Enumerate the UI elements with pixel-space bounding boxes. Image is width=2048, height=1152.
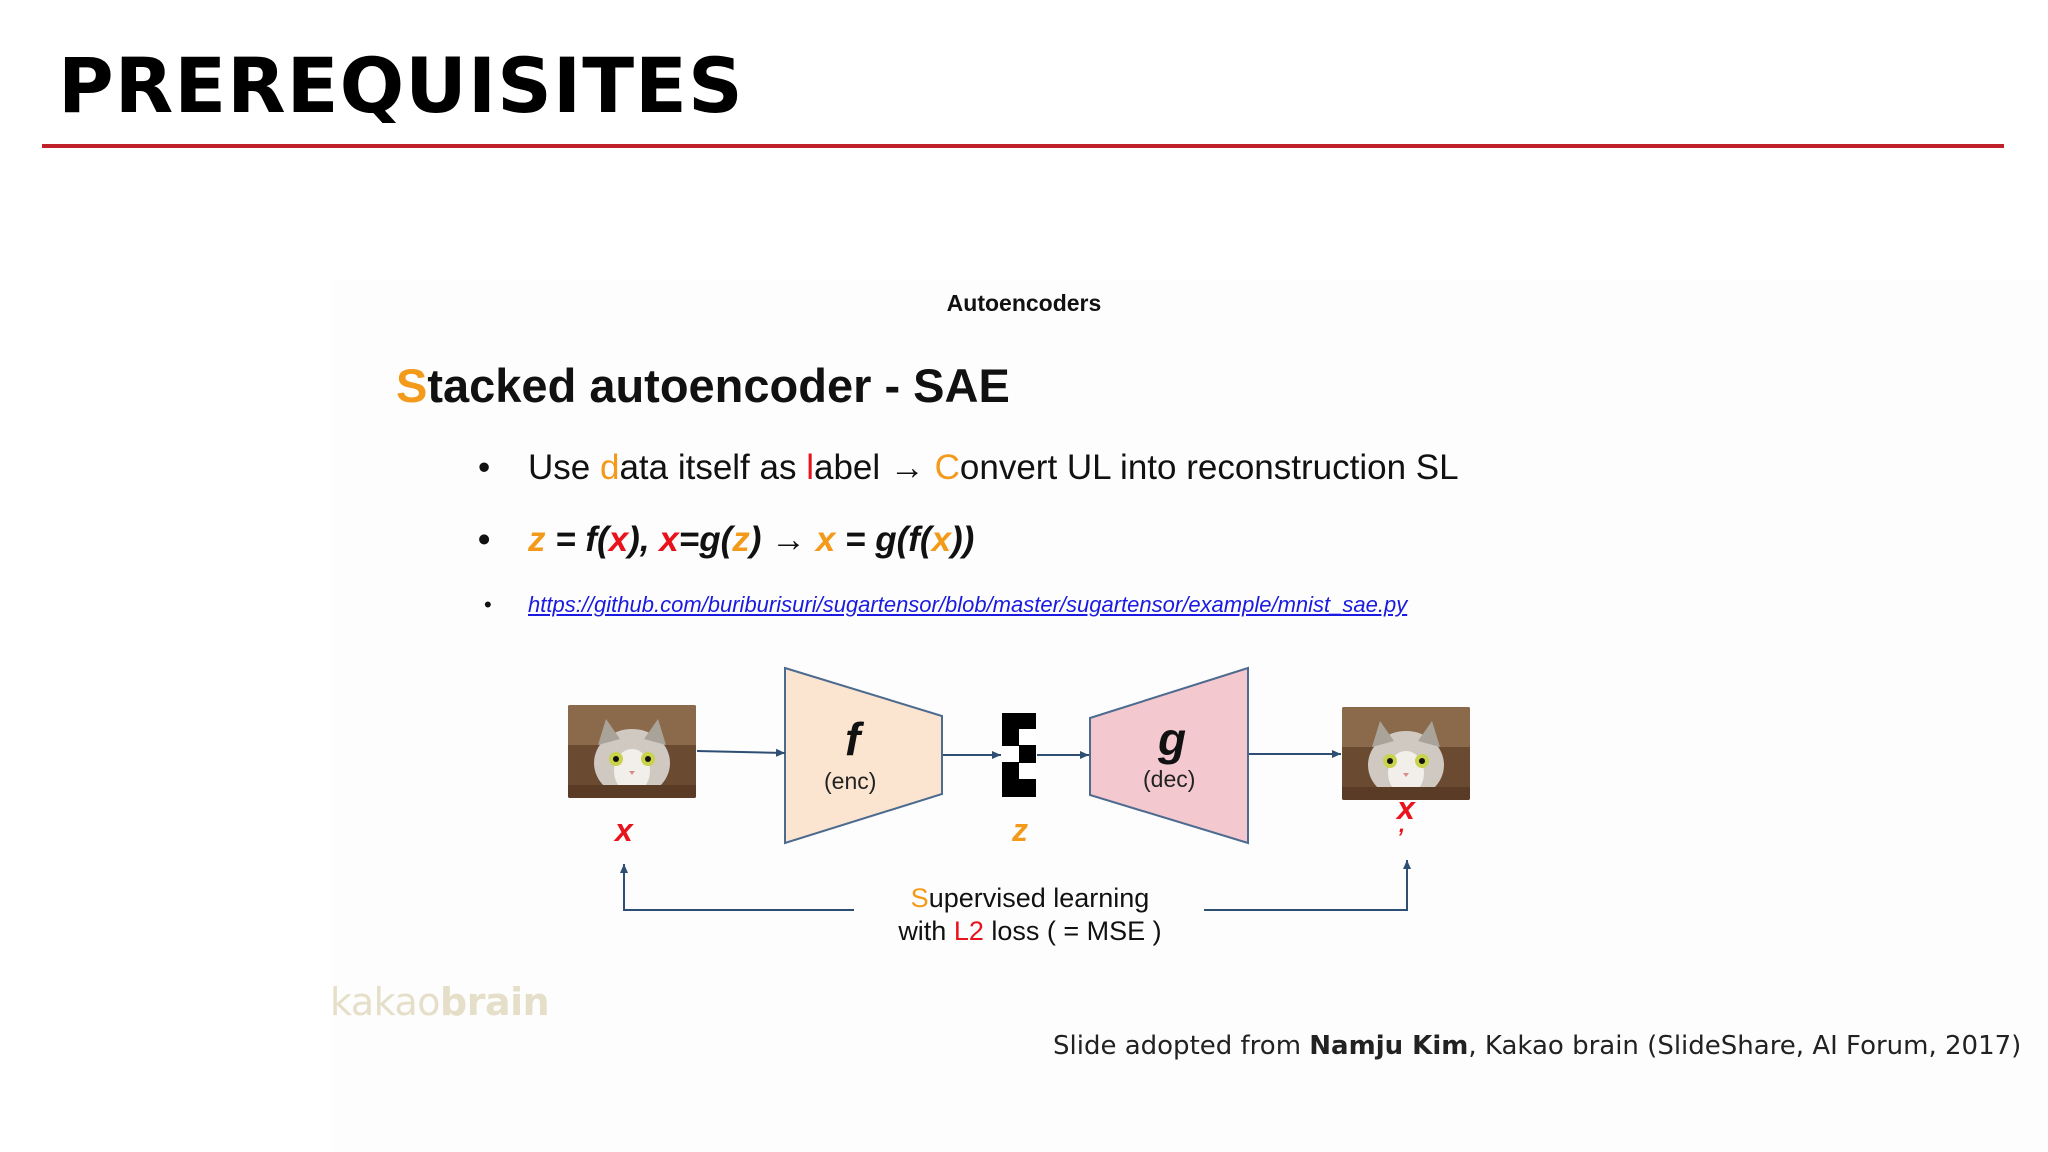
heading-first-letter: S	[396, 359, 428, 412]
supervised-learning-caption: Supervised learning with L2 loss ( = MSE…	[898, 883, 1162, 946]
latent-code-block	[1002, 713, 1036, 797]
decoder-sub-label: (dec)	[1143, 766, 1196, 792]
slide-title: PREREQUISITES	[58, 41, 744, 130]
bullet-text: Use data itself as label → Convert UL in…	[528, 448, 1459, 487]
output-cat-image	[1342, 707, 1470, 800]
input-cat-image	[568, 705, 696, 798]
bullet-dot: •	[478, 520, 491, 559]
bullet-dot: •	[484, 592, 492, 617]
latent-z-label: z	[1012, 812, 1028, 848]
title-divider	[42, 144, 2004, 148]
sae-heading: Stacked autoencoder - SAE	[396, 358, 1010, 413]
input-x-label: x	[615, 812, 633, 848]
feedback-line-left	[620, 864, 854, 911]
equation-text: z = f(x), x=g(z) → x = g(f(x))	[528, 520, 975, 559]
section-label: Autoencoders	[946, 290, 1102, 316]
encoder-sub-label: (enc)	[824, 768, 877, 794]
output-x-prime-label: x,	[1397, 790, 1415, 837]
github-link[interactable]: https://github.com/buriburisuri/sugarten…	[528, 592, 1408, 617]
encoder-block	[784, 666, 943, 845]
decoder-letter: g	[1158, 713, 1187, 765]
bullet-dot: •	[478, 448, 491, 487]
kakaobrain-logo: kakaobrain	[330, 980, 550, 1024]
heading-rest: tacked autoencoder - SAE	[427, 359, 1010, 412]
decoder-block	[1089, 666, 1249, 845]
encoder-letter: f	[845, 713, 861, 765]
arrow-input-to-encoder	[696, 748, 786, 757]
feedback-line-right	[1204, 860, 1411, 911]
slide-credit: Slide adopted from Namju Kim, Kakao brai…	[1053, 1031, 2022, 1061]
